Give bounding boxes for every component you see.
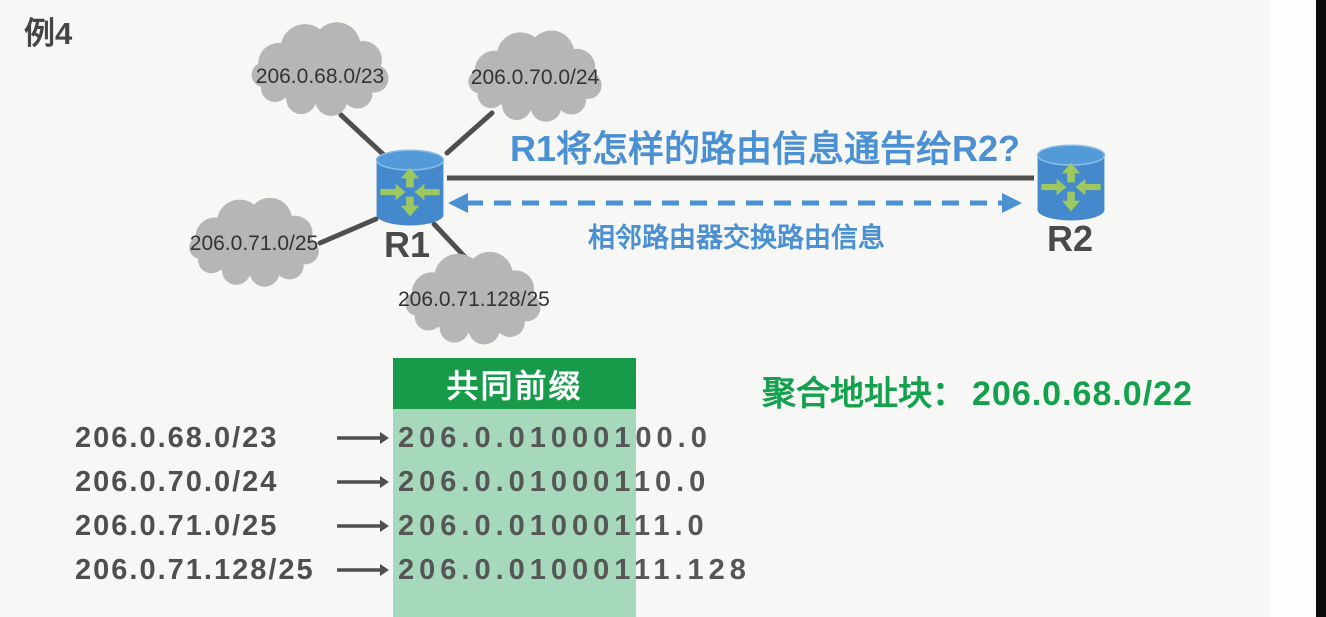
aggregation-row: 206.0.71.128/25 206.0.01000111.128 — [75, 550, 751, 590]
aggregation-row: 206.0.68.0/23 206.0.01000100.0 — [75, 418, 712, 458]
binary-value: 206.0.01000111.0 — [395, 510, 709, 543]
cidr-label: 206.0.70.0/24 — [75, 465, 279, 498]
router-label: R2 — [1047, 218, 1094, 259]
example-label: 例4 — [24, 16, 73, 51]
bidirectional-dashed-arrow — [448, 193, 1022, 213]
network-address-label: 206.0.68.0/23 — [255, 65, 385, 89]
binary-value: 206.0.01000100.0 — [395, 422, 712, 455]
binary-prefix: 206.0.010001 — [398, 421, 636, 454]
cidr-label: 206.0.71.0/25 — [75, 509, 279, 542]
binary-rest: 11.128 — [633, 553, 751, 586]
network-address-label: 206.0.71.0/25 — [189, 232, 319, 255]
network-cloud: 206.0.71.0/25 — [183, 194, 325, 294]
aggregation-row: 206.0.71.0/25 206.0.01000111.0 — [75, 506, 709, 546]
common-prefix-header: 共同前缀 — [393, 358, 636, 409]
binary-rest: 11.0 — [633, 509, 709, 542]
right-black-bar — [1316, 0, 1326, 617]
cloud-link-line — [317, 216, 379, 246]
right-white-strip — [1270, 0, 1316, 617]
binary-prefix: 206.0.010001 — [398, 553, 634, 586]
network-cloud: 206.0.71.128/25 — [398, 250, 550, 350]
right-arrow-icon — [337, 432, 389, 444]
cloud-link-line — [444, 110, 495, 156]
binary-prefix: 206.0.010001 — [398, 509, 634, 542]
link-caption: 相邻路由器交换路由信息 — [588, 223, 885, 253]
right-arrow-icon — [337, 564, 389, 576]
right-arrow-icon — [337, 520, 389, 532]
binary-rest: 10.0 — [633, 465, 711, 498]
network-address-label: 206.0.71.128/25 — [398, 288, 550, 311]
cloud-link-line — [338, 112, 389, 160]
aggregate-result-label: 聚合地址块： — [762, 375, 966, 413]
cidr-label: 206.0.68.0/23 — [75, 421, 279, 454]
network-address-label: 206.0.70.0/24 — [470, 66, 600, 89]
network-cloud: 206.0.68.0/23 — [245, 20, 395, 122]
router-label: R1 — [384, 224, 431, 265]
binary-prefix: 206.0.010001 — [398, 465, 634, 498]
binary-value: 206.0.01000111.128 — [395, 554, 751, 587]
question-title: R1将怎样的路由信息通告给R2? — [510, 128, 1021, 169]
aggregation-row: 206.0.70.0/24 206.0.01000110.0 — [75, 462, 710, 502]
network-cloud: 206.0.70.0/24 — [462, 28, 608, 128]
aggregate-result-value: 206.0.68.0/22 — [972, 375, 1193, 413]
binary-value: 206.0.01000110.0 — [395, 466, 710, 499]
cidr-label: 206.0.71.128/25 — [75, 553, 315, 586]
right-arrow-icon — [337, 476, 389, 488]
binary-rest: 00.0 — [635, 421, 712, 454]
common-prefix-highlight-column — [393, 409, 636, 617]
aggregate-result: 聚合地址块：206.0.68.0/22 — [762, 366, 1193, 415]
router-icon — [372, 148, 448, 227]
router-icon — [1033, 143, 1109, 222]
